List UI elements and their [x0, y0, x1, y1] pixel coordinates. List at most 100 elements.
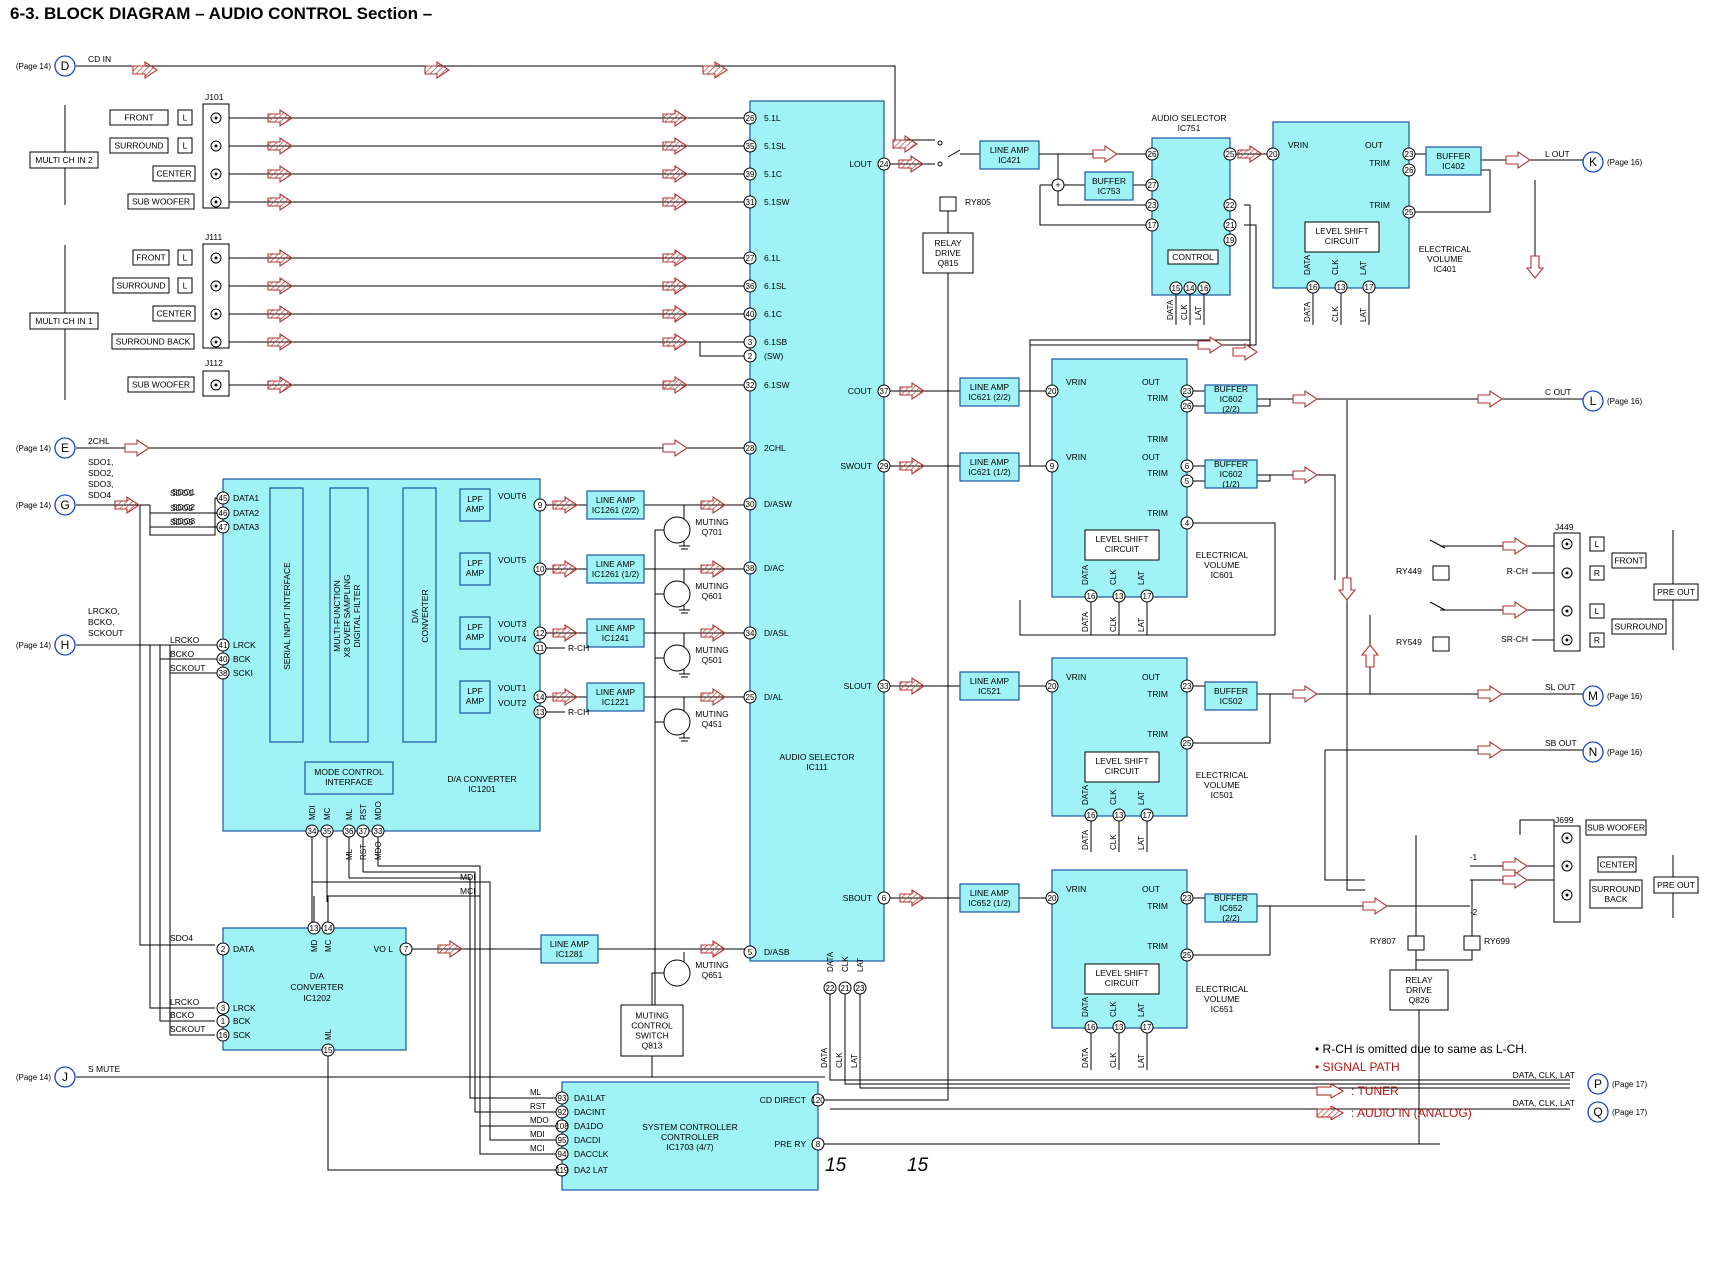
- vout-label: VOUT1: [498, 683, 527, 693]
- ic1202-top-pin-number: 13: [310, 924, 319, 933]
- rst-bus-label: RST: [359, 844, 368, 860]
- ic111-pin: [743, 945, 757, 959]
- tuner-signal-arrow-icon: [1505, 150, 1531, 170]
- tuner-signal-arrow-icon: [1525, 255, 1545, 279]
- legend-tuner-label: : TUNER: [1351, 1084, 1399, 1098]
- ic401-ctrl-pin: [1362, 280, 1376, 294]
- muting-control-switch-label: MUTING: [635, 1011, 669, 1021]
- ic111-pin: [743, 111, 757, 125]
- pin-number: 25: [1226, 150, 1235, 159]
- audio-signal-arrow-icon: [662, 136, 688, 156]
- input-front-label: FRONT: [124, 113, 153, 123]
- sw-to-relay: [1257, 474, 1336, 580]
- multi-ch-in1-label: [29, 312, 99, 330]
- muting-base: [654, 721, 663, 782]
- ic1703-right-label: CD DIRECT: [760, 1095, 806, 1105]
- ic1703-pin-label: DA1LAT: [574, 1093, 606, 1103]
- buffer-ic502-label: BUFFER: [1214, 686, 1248, 696]
- ic1201-out-pin: [533, 641, 547, 655]
- ic1201-pin: [216, 506, 230, 520]
- ic111-pin: [743, 335, 757, 349]
- ic1202-ml-pin: [321, 1043, 335, 1057]
- ic111-pin-number: 5: [748, 948, 753, 957]
- buffer-ic652-label: BUFFER: [1214, 893, 1248, 903]
- input-center: [152, 305, 196, 322]
- ic651-ctrl-pin: [1112, 1020, 1126, 1034]
- ic111-ctrl-label: CLK: [841, 956, 850, 972]
- ic601-level-label: LEVEL SHIFT: [1095, 534, 1148, 544]
- ic1201-pin-number: 45: [219, 494, 228, 503]
- sw-1-label: -1: [1470, 853, 1478, 862]
- muting-control-switch-label: CONTROL: [631, 1021, 673, 1031]
- ic1703-pin-label: DACDI: [574, 1135, 600, 1145]
- ic401-title: ELECTRICAL: [1419, 244, 1472, 254]
- ic1201-signal: SDO2: [170, 503, 193, 513]
- ic1202-label: CONVERTER: [290, 982, 343, 992]
- pin-circle: [1223, 233, 1237, 247]
- connector-Q: [1587, 1101, 1609, 1123]
- ic1703-signal: RST: [530, 1102, 546, 1111]
- audio-signal-arrow-icon: [267, 164, 293, 184]
- pin-circle: [1045, 384, 1059, 398]
- pin-number: 23: [1183, 894, 1192, 903]
- buffer-ic753: [1084, 171, 1134, 201]
- ic1703-pin: [555, 1133, 569, 1147]
- connector-letter: P: [1594, 1077, 1602, 1091]
- surround-out-label: SURROUND: [1614, 622, 1663, 632]
- input-sub-woofer-label: SUB WOOFER: [132, 380, 190, 390]
- connector-page-ref: (Page 14): [16, 1073, 51, 1082]
- ic111-pin-number: 34: [746, 629, 755, 638]
- ic401-level-shift: [1304, 221, 1380, 253]
- ic501-ctrl-pin-number: 16: [1087, 811, 1096, 820]
- ic751-label: IC751: [1178, 123, 1201, 133]
- ry549-coil: [1432, 636, 1450, 652]
- ic1202-pin-number: 3: [221, 1004, 226, 1013]
- ic111-out-pin-number: 33: [880, 682, 889, 691]
- mode-pin-number: 34: [308, 827, 317, 836]
- ic1703-pin: [555, 1105, 569, 1119]
- jack-center: [1565, 638, 1569, 642]
- ic111-pin-number: 35: [746, 142, 755, 151]
- ic111-pin-number: 40: [746, 310, 755, 319]
- input-surround-label: SURROUND: [116, 281, 165, 291]
- jack-j101-label: J101: [205, 92, 224, 102]
- front-out-label: FRONT: [1614, 556, 1643, 566]
- ic1201-pin: [216, 520, 230, 534]
- audio-signal-arrow-icon: [662, 108, 688, 128]
- connector-J: [54, 1066, 76, 1088]
- buffer-ic652: [1204, 893, 1258, 923]
- ic1703-signal: MDO: [530, 1116, 549, 1125]
- mci-label: MCI: [460, 886, 476, 896]
- ic1201-out-pin-number: 12: [536, 629, 545, 638]
- signal-sdo: SDO4: [88, 490, 111, 500]
- line-amp-ic521-label: IC521: [978, 686, 1001, 696]
- vout-label: VOUT6: [498, 491, 527, 501]
- ic501-out: OUT: [1142, 672, 1160, 682]
- ic1202-top-pin: [321, 921, 335, 935]
- input-sub-woofer: [127, 193, 195, 210]
- ic111-out-label: SBOUT: [843, 893, 872, 903]
- mode-pin: [305, 824, 319, 838]
- ic111-pin-number: 31: [746, 198, 755, 207]
- j449-lr-label: L: [1595, 539, 1600, 549]
- input-surround: [112, 277, 170, 294]
- sub-woofer-out: [1585, 819, 1647, 836]
- input-surround-label: SURROUND: [114, 141, 163, 151]
- ic601-ctrl-pin-number: 17: [1143, 592, 1152, 601]
- multi-ch-in1-label-label: MULTI CH IN 1: [35, 316, 93, 326]
- signal-clock: BCKO,: [88, 617, 114, 627]
- ic1201-pin: [216, 638, 230, 652]
- line-amp-ic621-1-label: LINE AMP: [970, 457, 1010, 467]
- j449-lr: [1589, 632, 1605, 648]
- da-block-label: CONVERTER: [420, 589, 430, 642]
- connector-page-ref: (Page 14): [16, 641, 51, 650]
- ic111-label: IC111: [806, 762, 828, 772]
- vout-label: VOUT3: [498, 619, 527, 629]
- ic651-lat: LAT: [1137, 1003, 1146, 1017]
- ic601-data: DATA: [1081, 564, 1090, 585]
- ic401-trim2: TRIM: [1369, 200, 1390, 210]
- legend: • R-CH is omitted due to same as L-CH. •…: [1315, 1042, 1527, 1124]
- pin-number: 20: [1048, 387, 1057, 396]
- connector-letter: H: [61, 638, 70, 652]
- ic401-vrin: VRIN: [1288, 140, 1308, 150]
